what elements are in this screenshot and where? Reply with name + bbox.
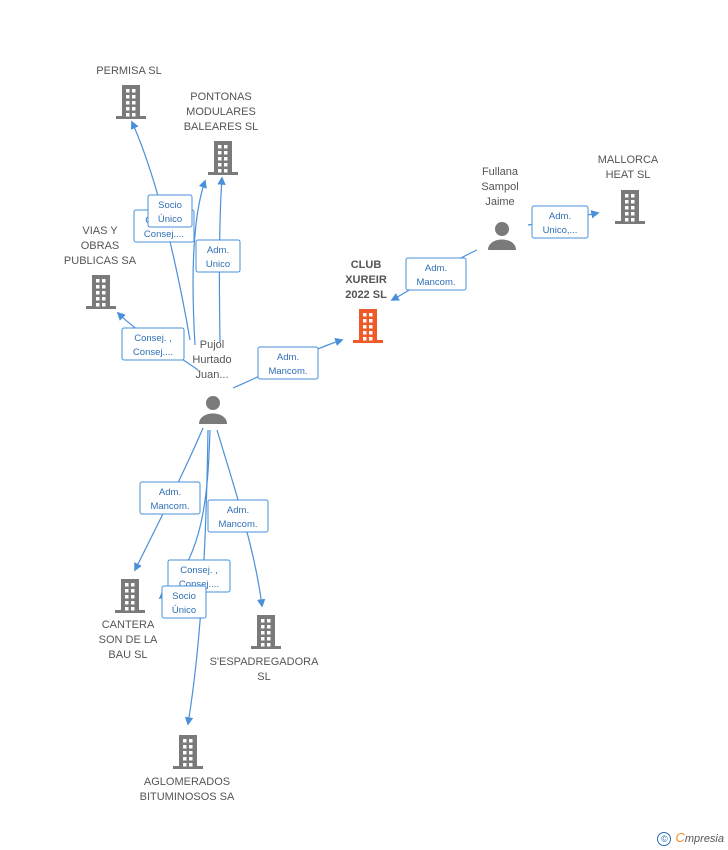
copyright-icon: © — [657, 832, 672, 846]
edge-label-text: Consej.... — [133, 347, 173, 358]
edge-label-text: Mancom. — [268, 366, 307, 377]
building-icon — [115, 579, 145, 613]
node-label: CLUB — [351, 259, 382, 271]
edge-pujol-to-pontonas — [192, 179, 207, 346]
node-label: Juan... — [195, 369, 228, 381]
footer-brand[interactable]: ©Cmpresia — [657, 830, 724, 846]
node-permisa[interactable]: PERMISA SL — [96, 65, 162, 119]
node-label: Sampol — [481, 181, 518, 193]
edge-label-text: Mancom. — [150, 501, 189, 512]
node-label: CANTERA — [102, 619, 155, 631]
edge-label[interactable]: Adm. Mancom. — [139, 481, 201, 515]
node-label: SON DE LA — [99, 634, 158, 646]
edge-label-text: Único — [172, 605, 196, 616]
person-icon — [488, 222, 516, 250]
edge-label-text: Consej. , — [134, 333, 172, 344]
node-label: Hurtado — [192, 354, 231, 366]
building-icon — [615, 190, 645, 224]
building-icon — [173, 735, 203, 769]
building-icon — [86, 275, 116, 309]
node-pujol[interactable]: PujolHurtadoJuan... — [192, 339, 232, 424]
edge-label-text: Socio — [158, 200, 182, 211]
edge-label-text: Consej. , — [180, 565, 218, 576]
node-label: PONTONAS — [190, 91, 252, 103]
edge-label[interactable]: Adm. Mancom. — [207, 499, 269, 533]
brand-name: mpresia — [684, 833, 724, 845]
edge-label[interactable]: Consej. , Consej.... — [121, 327, 185, 361]
edge-label-text: Unico — [206, 259, 230, 270]
edge-label[interactable]: Adm. Mancom. — [405, 257, 467, 291]
node-espadregadora[interactable]: S'ESPADREGADORA SL — [210, 615, 320, 683]
edge-label-text: Consej.... — [144, 229, 184, 240]
edge-label-text: Adm. — [549, 211, 571, 222]
edge-labels-layer: Consej. ,Consej....SocioÚnicoAdm.UnicoCo… — [121, 194, 589, 619]
edge-label-text: Consej.... — [179, 579, 219, 590]
node-label: Pujol — [200, 339, 224, 351]
edge-label-text: Mancom. — [218, 519, 257, 530]
node-pontonas[interactable]: PONTONAS MODULARES BALEARES SL — [184, 91, 259, 175]
edge-label-text: Adm. — [159, 487, 181, 498]
node-label: BALEARES SL — [184, 121, 259, 133]
node-label: OBRAS — [81, 240, 120, 252]
node-cantera[interactable]: CANTERA SON DE LA BAU SL — [99, 579, 158, 661]
node-label: HEAT SL — [606, 169, 651, 181]
edge-label-text: Mancom. — [416, 277, 455, 288]
edge-label-text: Adm. — [207, 245, 229, 256]
building-icon — [251, 615, 281, 649]
edge-label-text: Adm. — [227, 505, 249, 516]
nodes-layer: PERMISA SL PONTONAS MODULARES BALEARES SL VI… — [64, 65, 659, 803]
building-icon — [208, 141, 238, 175]
building-icon — [116, 85, 146, 119]
node-mallorca[interactable]: MALLORCA HEAT SL — [598, 154, 659, 224]
edge-label-text: Único — [158, 214, 182, 225]
edge-label-text: Unico,... — [543, 225, 578, 236]
edge-label-text: Socio — [172, 591, 196, 602]
node-label: MALLORCA — [598, 154, 659, 166]
node-label: BAU SL — [108, 649, 147, 661]
node-label: Fullana — [482, 166, 519, 178]
node-label: AGLOMERADOS — [144, 776, 230, 788]
node-label: VIAS Y — [82, 225, 118, 237]
brand-initial: C — [675, 830, 685, 845]
edge-label[interactable]: Adm. Unico,... — [531, 205, 589, 239]
edge-label[interactable]: Adm. Unico — [195, 239, 241, 273]
node-label: PUBLICAS SA — [64, 255, 137, 267]
node-label: MODULARES — [186, 106, 256, 118]
node-label: SL — [257, 671, 270, 683]
node-label: BITUMINOSOS SA — [140, 791, 235, 803]
node-label: Jaime — [485, 196, 514, 208]
node-club[interactable]: CLUB XUREIR 2022 SL — [345, 259, 387, 343]
node-label: 2022 SL — [345, 289, 387, 301]
node-aglomerados[interactable]: AGLOMERADOS BITUMINOSOS SA — [140, 735, 235, 803]
node-label: PERMISA SL — [96, 65, 161, 77]
node-label: S'ESPADREGADORA — [210, 656, 320, 668]
edge-label-text: Adm. — [425, 263, 447, 274]
node-label: XUREIR — [345, 274, 387, 286]
node-vias[interactable]: VIAS Y OBRAS PUBLICAS SA — [64, 225, 137, 309]
building-icon — [353, 309, 383, 343]
edge-label-text: Adm. — [277, 352, 299, 363]
person-icon — [199, 396, 227, 424]
edge-label[interactable]: Adm. Mancom. — [257, 346, 319, 380]
